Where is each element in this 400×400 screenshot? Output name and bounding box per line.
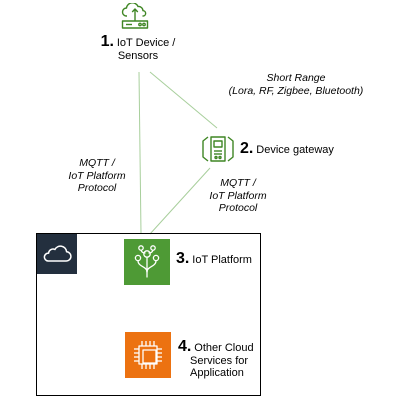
short-range-line1: Short Range [266,72,326,84]
mqtt-label-left: MQTT / IoT Platform Protocol [62,157,132,195]
edge-device-to-platform [138,71,142,235]
mqtt-right-line1: MQTT / [220,177,256,189]
gateway-number: 2. [240,140,254,157]
services-title-line2: Services for [190,354,249,367]
ec2-chip-icon [134,341,162,369]
services-title-line3: Application [190,367,244,379]
mqtt-left-line1: MQTT / [79,157,115,169]
iot-platform-tile [124,239,170,285]
services-number: 4. [178,338,192,355]
platform-number: 3. [176,250,190,267]
edge-device-to-gateway [149,71,218,129]
device-gateway-icon [202,136,234,162]
edge-gateway-to-platform [149,167,211,235]
short-range-line2: (Lora, RF, Zigbee, Bluetooth) [228,84,364,97]
short-range-label: Short Range (Lora, RF, Zigbee, Bluetooth… [228,72,364,97]
mqtt-right-line3: Protocol [218,202,258,214]
cloud-group-tab [37,234,77,274]
cloud-services-tile [125,332,171,378]
services-label: 4. Other Cloud Services for Application [178,338,258,380]
iot-device-sensor-icon [121,3,149,29]
device-label: 1. IoT Device / Sensors [88,33,188,62]
aws-cloud-group [36,233,261,396]
aws-cloud-icon [43,245,72,262]
iot-core-icon [134,245,160,278]
services-title-line1: Other Cloud [194,342,254,354]
mqtt-left-line3: Protocol [77,182,117,194]
mqtt-left-line2: IoT Platform [68,169,126,182]
mqtt-label-right: MQTT / IoT Platform Protocol [203,177,273,215]
device-title-line2: Sensors [117,49,159,62]
device-number: 1. [100,33,114,50]
gateway-label: 2. Device gateway [240,140,334,157]
mqtt-right-line2: IoT Platform [209,189,267,202]
platform-title: IoT Platform [192,254,252,266]
platform-label: 3. IoT Platform [176,250,252,267]
device-title-line1: IoT Device / [116,37,176,49]
gateway-title: Device gateway [256,144,334,156]
